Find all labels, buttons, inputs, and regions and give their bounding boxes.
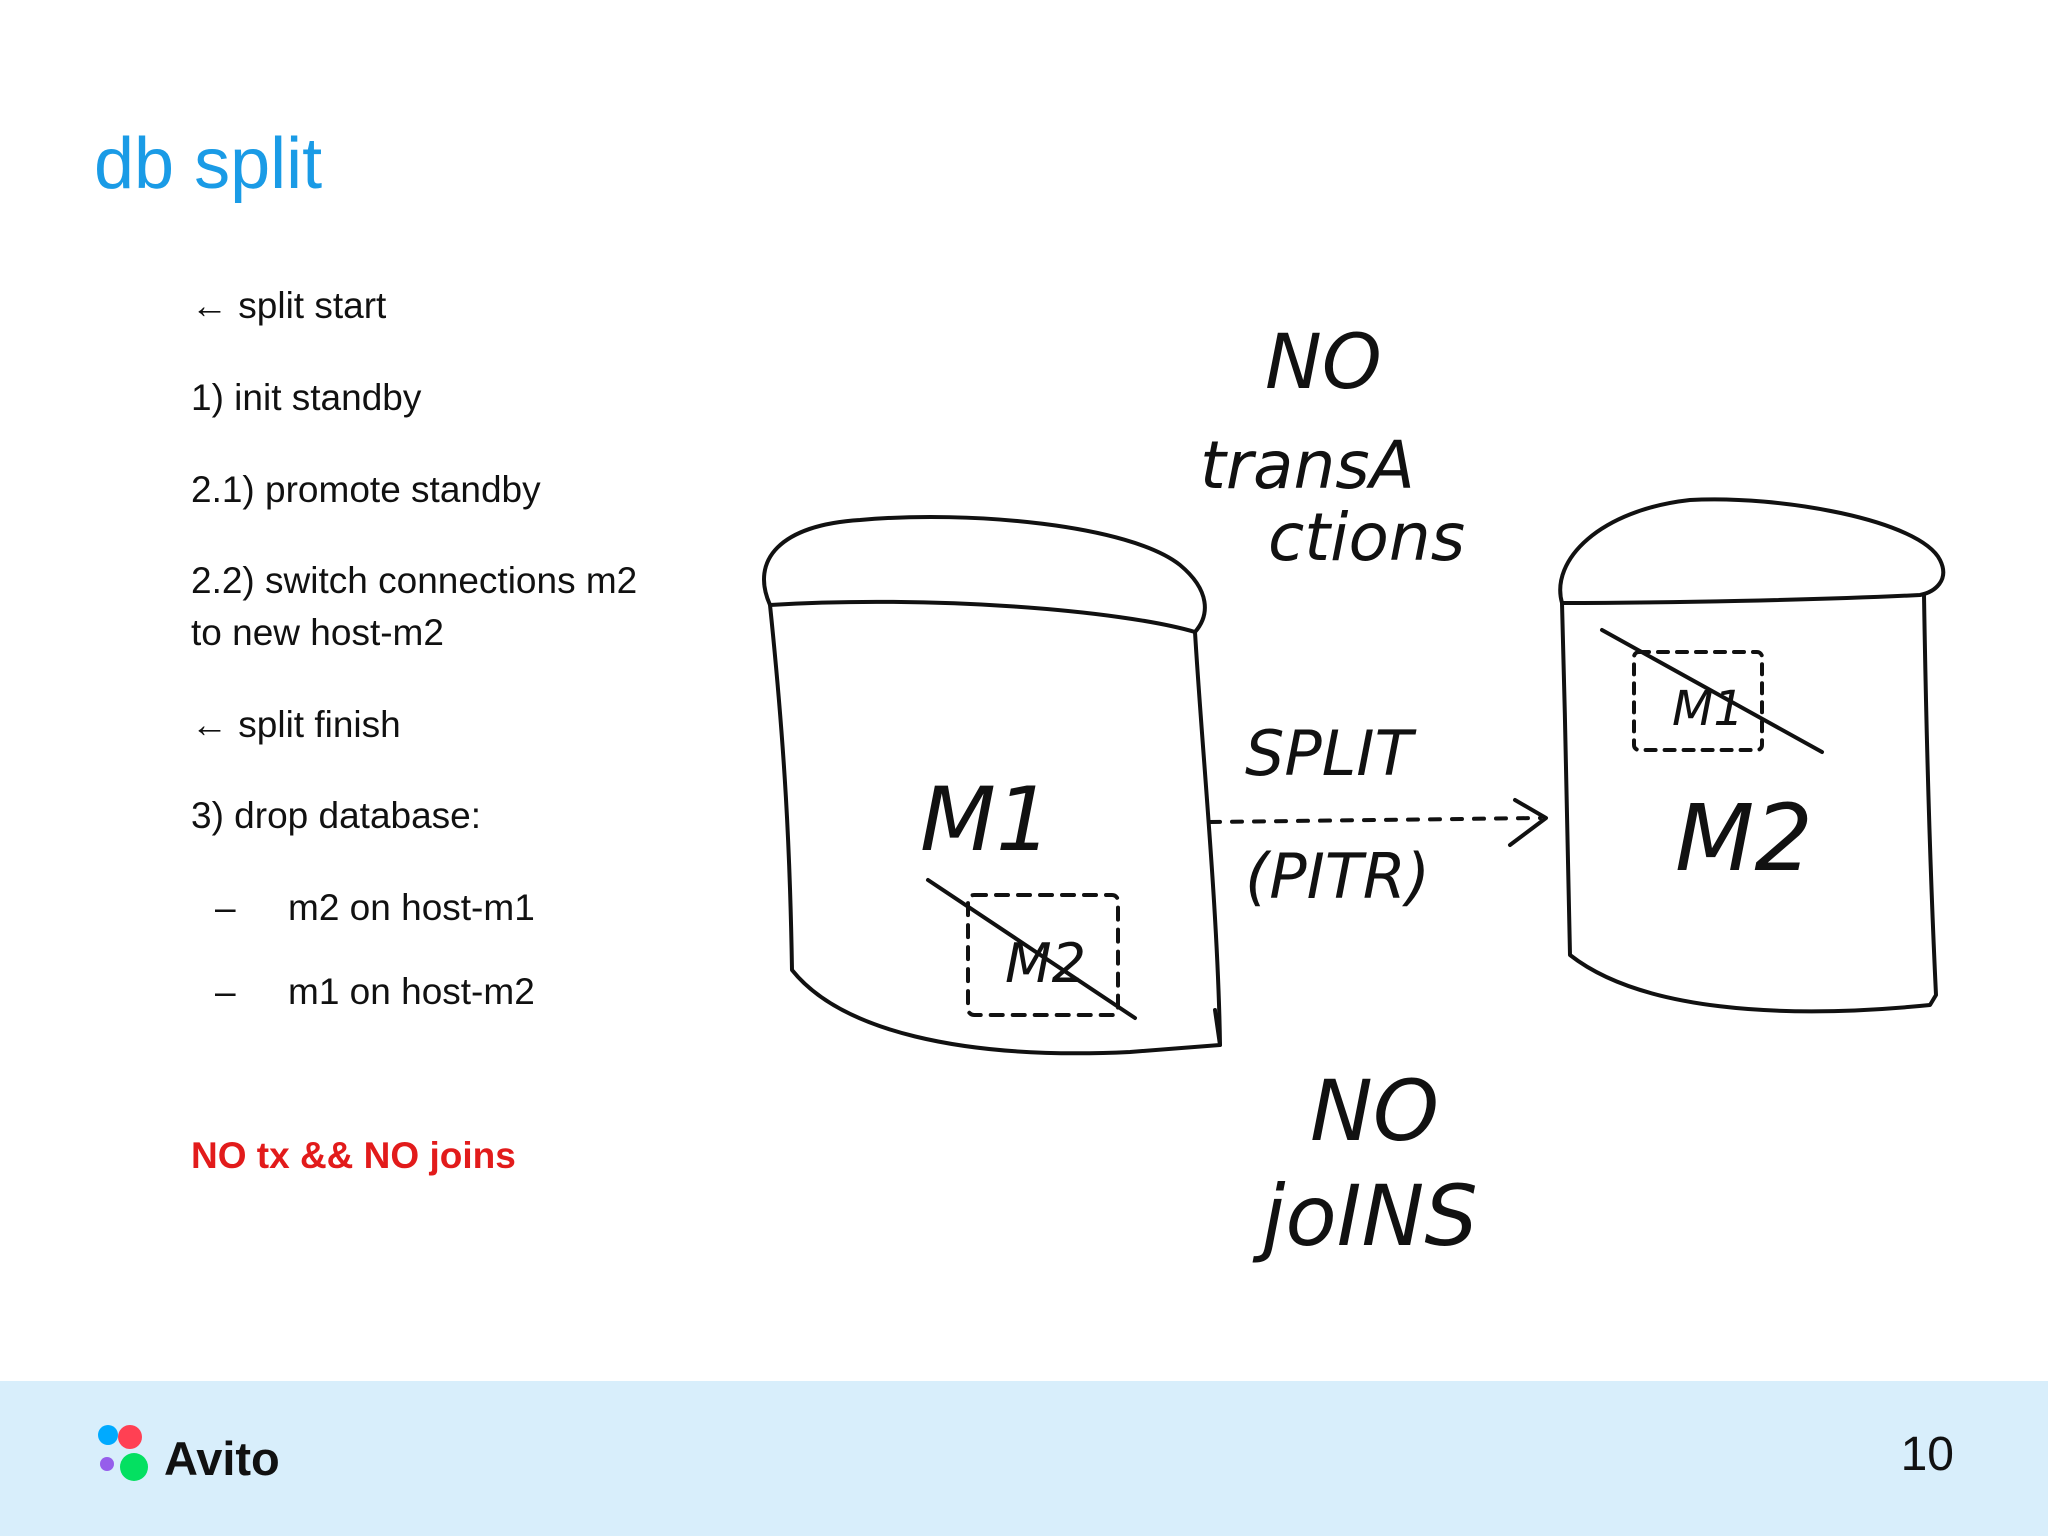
right-db-cylinder-body bbox=[1560, 593, 1938, 1014]
split-arrow-head bbox=[1508, 798, 1548, 847]
right-db-label: M2 bbox=[1675, 785, 1813, 892]
no-transactions-line1: NO bbox=[1265, 317, 1382, 406]
no-joins-line2: joINS bbox=[1252, 1167, 1478, 1265]
arrow-label-bottom: (PITR) bbox=[1245, 840, 1430, 913]
no-joins-line1: NO bbox=[1310, 1062, 1439, 1160]
step-drop-database: 3) drop database: bbox=[191, 795, 482, 836]
step-init-standby: 1) init standby bbox=[191, 377, 422, 418]
slide-title: db split bbox=[94, 124, 323, 204]
step-promote-standby: 2.1) promote standby bbox=[191, 469, 541, 510]
left-db-strike-line bbox=[926, 878, 1137, 1020]
left-db-cylinder-top bbox=[762, 515, 1207, 634]
avito-logo-dots-icon bbox=[98, 1425, 148, 1481]
page-number: 10 bbox=[1900, 1428, 1954, 1481]
no-transactions-line2: transA bbox=[1200, 427, 1415, 504]
sub-step-bullet: – bbox=[215, 887, 236, 928]
brand-name: Avito bbox=[164, 1432, 280, 1485]
right-db-struck-box bbox=[1632, 650, 1764, 752]
step-switch-connections-cont: to new host-m2 bbox=[191, 612, 444, 653]
warning-text: NO tx && NO joins bbox=[191, 1135, 516, 1176]
arrow-label-top: SPLIT bbox=[1245, 717, 1417, 790]
right-db-cylinder-top bbox=[1558, 497, 1946, 605]
sub-step-text: m1 on host-m2 bbox=[288, 971, 535, 1012]
no-transactions-line3: ctions bbox=[1268, 499, 1465, 576]
right-db-struck-label: M1 bbox=[1672, 681, 1744, 737]
sub-step-bullet: – bbox=[215, 971, 236, 1012]
right-db-strike-line bbox=[1600, 628, 1824, 754]
db-split-sketch: NO transA ctions M1 M2 M1 M2 SPLIT (PITR… bbox=[762, 317, 1946, 1265]
sub-step-text: m2 on host-m1 bbox=[288, 887, 535, 928]
left-db-cylinder-bottom-edge bbox=[1213, 1008, 1222, 1047]
avito-logo: Avito bbox=[98, 1425, 318, 1485]
step-switch-connections: 2.2) switch connections m2 bbox=[191, 560, 638, 601]
split-arrow-line bbox=[1208, 816, 1542, 824]
step-split-finish: ← split finish bbox=[191, 704, 401, 745]
step-split-start: ← split start bbox=[191, 285, 387, 326]
left-db-struck-label: M2 bbox=[1005, 932, 1086, 995]
footer-bar: Avito 10 bbox=[0, 1381, 2048, 1536]
left-db-cylinder-body bbox=[768, 603, 1222, 1056]
left-db-struck-box bbox=[966, 893, 1120, 1017]
left-db-label: M1 bbox=[920, 768, 1052, 871]
